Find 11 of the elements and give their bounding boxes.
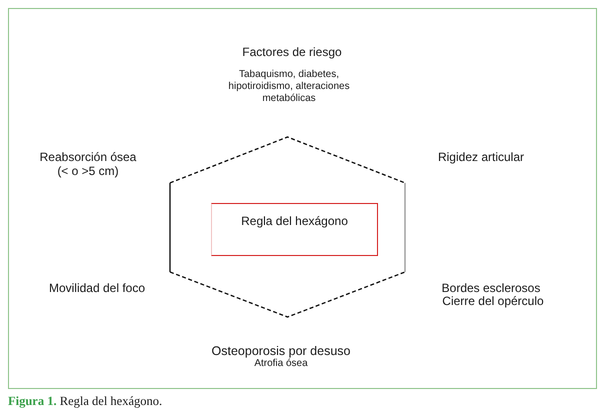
factor-description: Atrofia ósea (254, 358, 308, 371)
factor-label: Osteoporosis por desuso (212, 344, 350, 358)
figure-caption: Figura 1. Regla del hexágono. (8, 394, 162, 409)
factor-description: Tabaquismo, diabetes, hipotiroidismo, alteraciones metabólicas (227, 69, 351, 105)
factor-label: Rigidez articular (438, 150, 524, 164)
factor-heading: Factores de riesgo (242, 45, 342, 59)
factor-label: Cierre del opérculo (442, 294, 544, 308)
factor-label: Bordes esclerosos (442, 281, 540, 295)
factor-label: Movilidad del foco (48, 281, 146, 295)
factor-label: Reabsorción ósea (< o >5 cm) (38, 150, 138, 178)
hexagon-outline (170, 137, 405, 317)
